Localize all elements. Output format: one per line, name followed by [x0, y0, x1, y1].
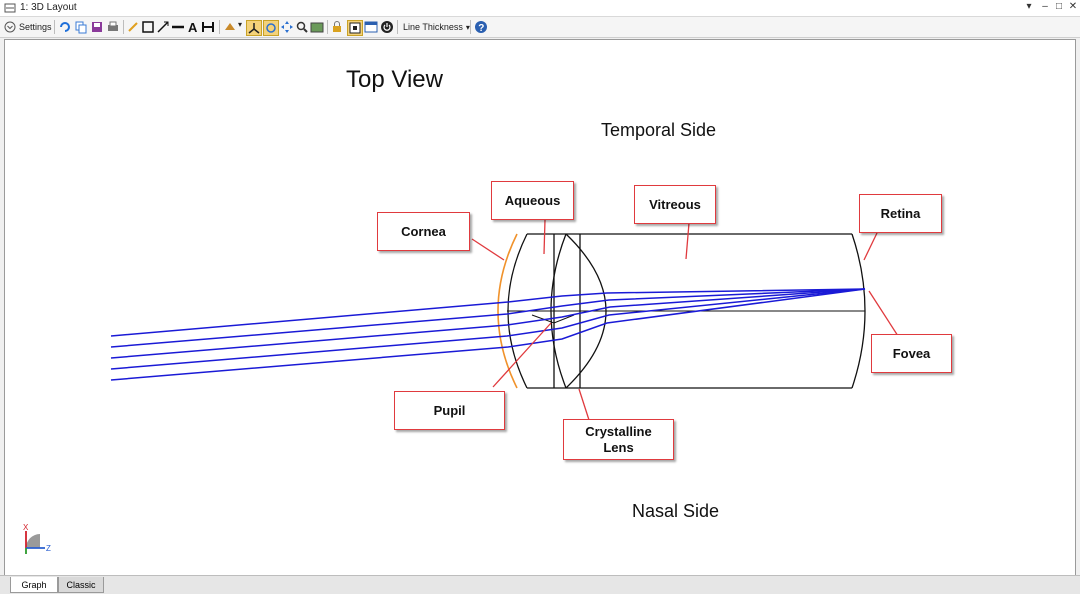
line-icon[interactable] [171, 20, 185, 34]
lock-icon[interactable] [330, 20, 344, 34]
settings-label: Settings [19, 22, 52, 32]
copy-icon[interactable] [74, 20, 88, 34]
rectangle-icon[interactable] [141, 20, 155, 34]
tab-classic-label: Classic [66, 579, 96, 590]
help-icon[interactable]: ? [474, 20, 488, 34]
bottom-tab-bar: Graph Classic [0, 575, 1080, 594]
pencil-icon[interactable] [126, 20, 140, 34]
close-button[interactable]: ✕ [1068, 1, 1078, 12]
minimize-button[interactable]: – [1042, 1, 1048, 12]
pupil-label-box: Pupil [394, 391, 505, 430]
tab-classic[interactable]: Classic [58, 577, 104, 593]
pupil-leader [492, 322, 552, 388]
rotate-view-icon[interactable] [223, 20, 237, 34]
crystalline-lens-label-line2: Lens [603, 439, 634, 455]
ray-bundle [110, 288, 866, 381]
chevron-down-icon[interactable]: ▾ [238, 20, 243, 29]
axis-x-label: X [23, 523, 29, 532]
settings-button[interactable]: Settings [4, 19, 52, 35]
vitreous-label: Vitreous [649, 196, 701, 212]
window-titlebar: 1: 3D Layout ▾ – □ ✕ [0, 0, 1080, 17]
pupil-label: Pupil [433, 402, 466, 418]
dimension-icon[interactable] [201, 20, 215, 34]
text-icon[interactable]: A [186, 20, 200, 34]
cornea-label-box: Cornea [377, 212, 470, 251]
save-icon[interactable] [90, 20, 104, 34]
chevron-down-circle-icon [4, 21, 16, 33]
triad-sphere [26, 534, 40, 548]
diagram-title: Top View [346, 66, 443, 93]
window-layout-icon[interactable] [364, 20, 378, 34]
fovea-label: Fovea [892, 345, 931, 361]
cornea-leader [471, 238, 505, 261]
rotate-3d-icon[interactable] [263, 20, 279, 36]
leader-lines [471, 219, 899, 421]
svg-text:?: ? [478, 23, 484, 34]
line-thickness-dropdown[interactable]: Line Thickness ▾ [403, 19, 470, 35]
toolbar-separator [327, 20, 328, 34]
crystalline-lens-leader [578, 388, 590, 421]
window-title: 1: 3D Layout [20, 2, 77, 13]
print-icon[interactable] [106, 20, 120, 34]
aqueous-leader [543, 219, 546, 255]
line-thickness-label: Line Thickness [403, 22, 463, 32]
maximize-button[interactable]: □ [1055, 1, 1063, 12]
crystalline-lens-label-line1: Crystalline [585, 423, 652, 439]
retina-leader [863, 232, 878, 261]
ray [110, 288, 866, 381]
fovea-label-box: Fovea [871, 334, 952, 373]
refresh-icon[interactable] [58, 20, 72, 34]
cornea-label: Cornea [401, 223, 446, 239]
zemax-app-icon [4, 3, 16, 13]
aqueous-label-box: Aqueous [491, 181, 574, 220]
toolbar-separator [470, 20, 471, 34]
toolbar-separator [219, 20, 220, 34]
dropdown-arrow-icon[interactable]: ▾ [1026, 1, 1032, 12]
cornea-surface [497, 233, 518, 389]
ray [110, 288, 866, 348]
ray [110, 288, 866, 337]
vitreous-leader [685, 222, 690, 260]
fovea-leader [868, 290, 899, 337]
fit-to-window-icon[interactable] [347, 20, 363, 36]
toolbar-separator [123, 20, 124, 34]
toolbar-separator [397, 20, 398, 34]
tab-graph-label: Graph [21, 579, 47, 590]
toolbar: Settings A ▾ Line Thickness ▾ ? [0, 17, 1080, 38]
pan-icon[interactable] [280, 20, 294, 34]
power-icon[interactable] [380, 20, 394, 34]
aqueous-label: Aqueous [504, 192, 561, 208]
layout-canvas[interactable]: X Z Top View Temporal Side Nasal Side Co… [4, 39, 1076, 576]
eye-diagram: X Z [23, 219, 899, 554]
tab-graph[interactable]: Graph [10, 577, 58, 593]
vitreous-label-box: Vitreous [634, 185, 716, 224]
eye-outline [507, 233, 866, 389]
axis-triad: X Z [23, 523, 51, 554]
nasal-side-label: Nasal Side [632, 501, 720, 521]
image-icon[interactable] [310, 20, 324, 34]
ray [110, 288, 866, 370]
arrow-icon[interactable] [156, 20, 170, 34]
temporal-side-label: Temporal Side [601, 120, 717, 140]
axes-icon[interactable] [246, 20, 262, 36]
retina-label: Retina [880, 205, 921, 221]
toolbar-separator [54, 20, 55, 34]
ray [110, 288, 866, 359]
retina-label-box: Retina [859, 194, 942, 233]
chevron-down-icon: ▾ [465, 22, 470, 32]
svg-text:A: A [188, 20, 198, 34]
zoom-icon[interactable] [295, 20, 309, 34]
axis-z-label: Z [46, 544, 51, 553]
crystalline-lens-label-box: Crystalline Lens [563, 419, 674, 460]
